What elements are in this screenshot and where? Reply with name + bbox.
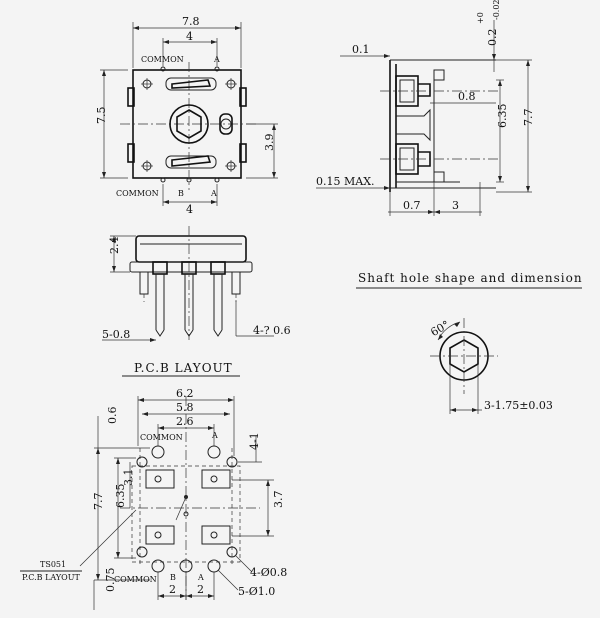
top-dim-pitch-bottom: 4 (186, 203, 193, 216)
pcb-dim-37: 3.7 (272, 491, 285, 509)
top-label-a-bottom: A (210, 189, 217, 198)
front-dim-lugs: 4-? 0.6 (253, 324, 291, 337)
left-tab-lower (127, 143, 135, 163)
contact-spring-lower (171, 155, 212, 167)
rotor-hex-hole (176, 109, 202, 139)
detent-pad (219, 113, 233, 135)
pcb-ref-layout: P.C.B LAYOUT (22, 573, 80, 582)
pcb-label-b: B (170, 573, 176, 582)
pcb-dim-635: 6.35 (114, 484, 127, 509)
pin-common-bottom (160, 177, 166, 183)
pcb-label-a-bottom: A (197, 573, 204, 582)
top-dim-height: 7.5 (95, 107, 108, 125)
front-pins (139, 261, 241, 337)
pcb-label-common-bottom: COMMON (114, 575, 157, 584)
pcb-title: P.C.B LAYOUT (134, 361, 233, 375)
top-dim-offset: 3.9 (263, 134, 276, 152)
contact-slider-upper (165, 77, 217, 91)
side-dim-tol-sub: -0.02 (492, 0, 501, 20)
rotor-circle (169, 104, 209, 144)
side-dim-pitch: 6.35 (496, 104, 509, 129)
pin-common-top (160, 66, 166, 72)
front-body (135, 235, 247, 263)
pcb-contact-ur (201, 469, 231, 489)
top-label-common-top: COMMON (141, 55, 184, 64)
side-dim-overall: 7.7 (522, 109, 535, 127)
pcb-label-a-top: A (211, 431, 218, 440)
pcb-layout: P.C.B LAYOUT (20, 361, 287, 610)
contact-spring-upper (171, 79, 212, 89)
pcb-dim-075: 0.75 (104, 568, 117, 593)
side-dim-base: 0.7 (403, 199, 421, 212)
pcb-dim-26: 2.6 (176, 415, 194, 428)
pcb-label-common-top: COMMON (140, 433, 183, 442)
side-dim-max: 0.15 MAX. (316, 175, 375, 188)
mount-holes (141, 78, 237, 172)
shaft-title: Shaft hole shape and dimension (358, 271, 583, 285)
top-dim-pitch-top: 4 (186, 30, 193, 43)
shaft-angle: 60° (428, 318, 451, 339)
pin-a-top (214, 66, 220, 72)
pcb-dim-2b: 2 (197, 583, 204, 596)
top-dim-width: 7.8 (182, 15, 200, 28)
pin-a-bottom (214, 177, 220, 183)
side-dim-tol: 0.2 (486, 29, 499, 47)
shaft-detail: Shaft hole shape and dimension 60° 3-1.7… (356, 271, 583, 414)
pcb-pad-common-bottom (151, 559, 165, 573)
right-tab-upper (239, 87, 247, 107)
pcb-contact-lr (201, 525, 231, 545)
pcb-hole-small: 4-Ø0.8 (250, 566, 287, 579)
pcb-contact-ul (145, 469, 175, 489)
pin-b-bottom (186, 177, 192, 183)
top-label-b: B (178, 189, 184, 198)
side-dim-terminal: 0.8 (458, 90, 476, 103)
contact-slider-lower (165, 155, 217, 169)
pcb-lug-top-right (226, 456, 238, 468)
pcb-hole-large: 5-Ø1.0 (238, 585, 275, 598)
pcb-dim-58: 5.8 (176, 401, 194, 414)
top-label-a-top: A (213, 55, 220, 64)
side-view: 0.1 0.2 +0 -0.02 0.8 6.35 7.7 0.15 MAX. … (316, 0, 535, 216)
pcb-lug-bottom-left (136, 546, 148, 558)
pcb-dim-77: 7.7 (92, 493, 105, 511)
front-dim-pins: 5-0.8 (102, 328, 130, 341)
pcb-dim-41: 4-1 (248, 432, 261, 450)
pcb-lug-bottom-right (226, 546, 238, 558)
right-tab-lower (239, 143, 247, 163)
pcb-dim-31: 3.1 (122, 469, 135, 487)
side-dim-tol-sup: +0 (476, 12, 485, 24)
pcb-lug-top-left (136, 456, 148, 468)
pcb-pad-common-top (151, 445, 165, 459)
side-dim-length: 3 (452, 199, 459, 212)
front-view: 2.4 5-0.8 4-? 0.6 (102, 226, 291, 342)
side-dim-top-gap: 0.1 (352, 43, 370, 56)
pcb-ref-code: TS051 (40, 560, 66, 569)
pcb-pad-a-top (207, 445, 221, 459)
left-tab-upper (127, 87, 135, 107)
shaft-dim-hole: 3-1.75±0.03 (484, 399, 553, 412)
top-view: 7.8 4 7.5 3.9 4 COMMON A COMMON B A (95, 15, 278, 216)
pcb-contact-ll (145, 525, 175, 545)
pcb-dim-62: 6.2 (176, 387, 194, 400)
front-dim-height: 2.4 (108, 237, 121, 255)
pcb-dim-2a: 2 (169, 583, 176, 596)
pcb-dim-06: 0.6 (106, 407, 119, 425)
top-label-common-bottom: COMMON (116, 189, 159, 198)
